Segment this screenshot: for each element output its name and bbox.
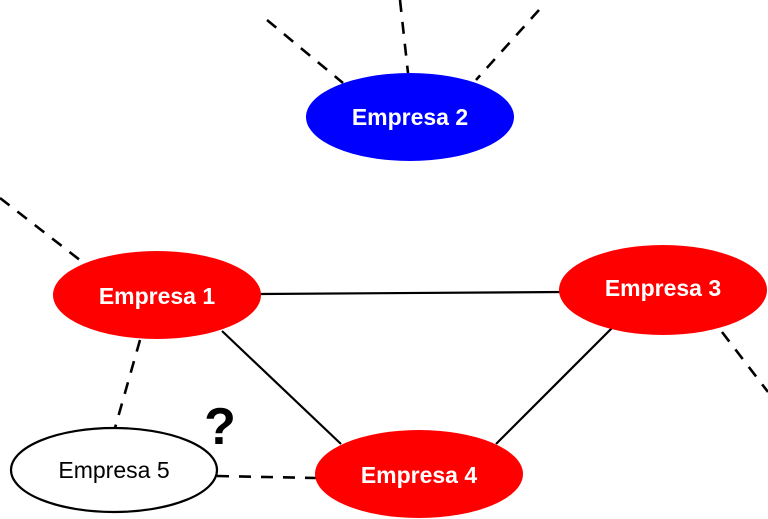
node-empresa-4[interactable]: Empresa 4 (315, 430, 523, 518)
external-link-e2-right (475, 9, 540, 81)
node-empresa-3[interactable]: Empresa 3 (559, 245, 767, 335)
edge-e1-e3 (259, 290, 564, 296)
node-empresa-4-label: Empresa 4 (361, 462, 478, 488)
question-mark-annotation: ? (204, 398, 236, 456)
external-link-e3 (720, 331, 768, 393)
node-empresa-4-shape (315, 430, 523, 518)
node-empresa-1-label: Empresa 1 (99, 283, 216, 309)
edge-e5-e4 (216, 474, 317, 480)
node-empresa-5-label: Empresa 5 (58, 457, 169, 483)
node-empresa-2[interactable]: Empresa 2 (306, 73, 514, 161)
external-link-e2-top (398, 0, 410, 74)
node-empresa-2-label: Empresa 2 (352, 104, 468, 130)
node-empresa-3-shape (559, 245, 767, 335)
node-empresa-3-label: Empresa 3 (605, 275, 721, 301)
node-empresa-1-shape (53, 251, 261, 339)
node-empresa-1[interactable]: Empresa 1 (53, 251, 261, 339)
node-empresa-2-shape (306, 73, 514, 161)
external-link-e1 (0, 196, 86, 266)
external-link-e2-left (266, 18, 344, 85)
edge-e3-e4 (495, 326, 614, 445)
node-empresa-5[interactable]: Empresa 5 (9, 426, 219, 514)
node-empresa-5-shape (9, 426, 219, 514)
edge-e1-e5 (113, 339, 142, 429)
edge-e1-e4 (221, 330, 342, 445)
